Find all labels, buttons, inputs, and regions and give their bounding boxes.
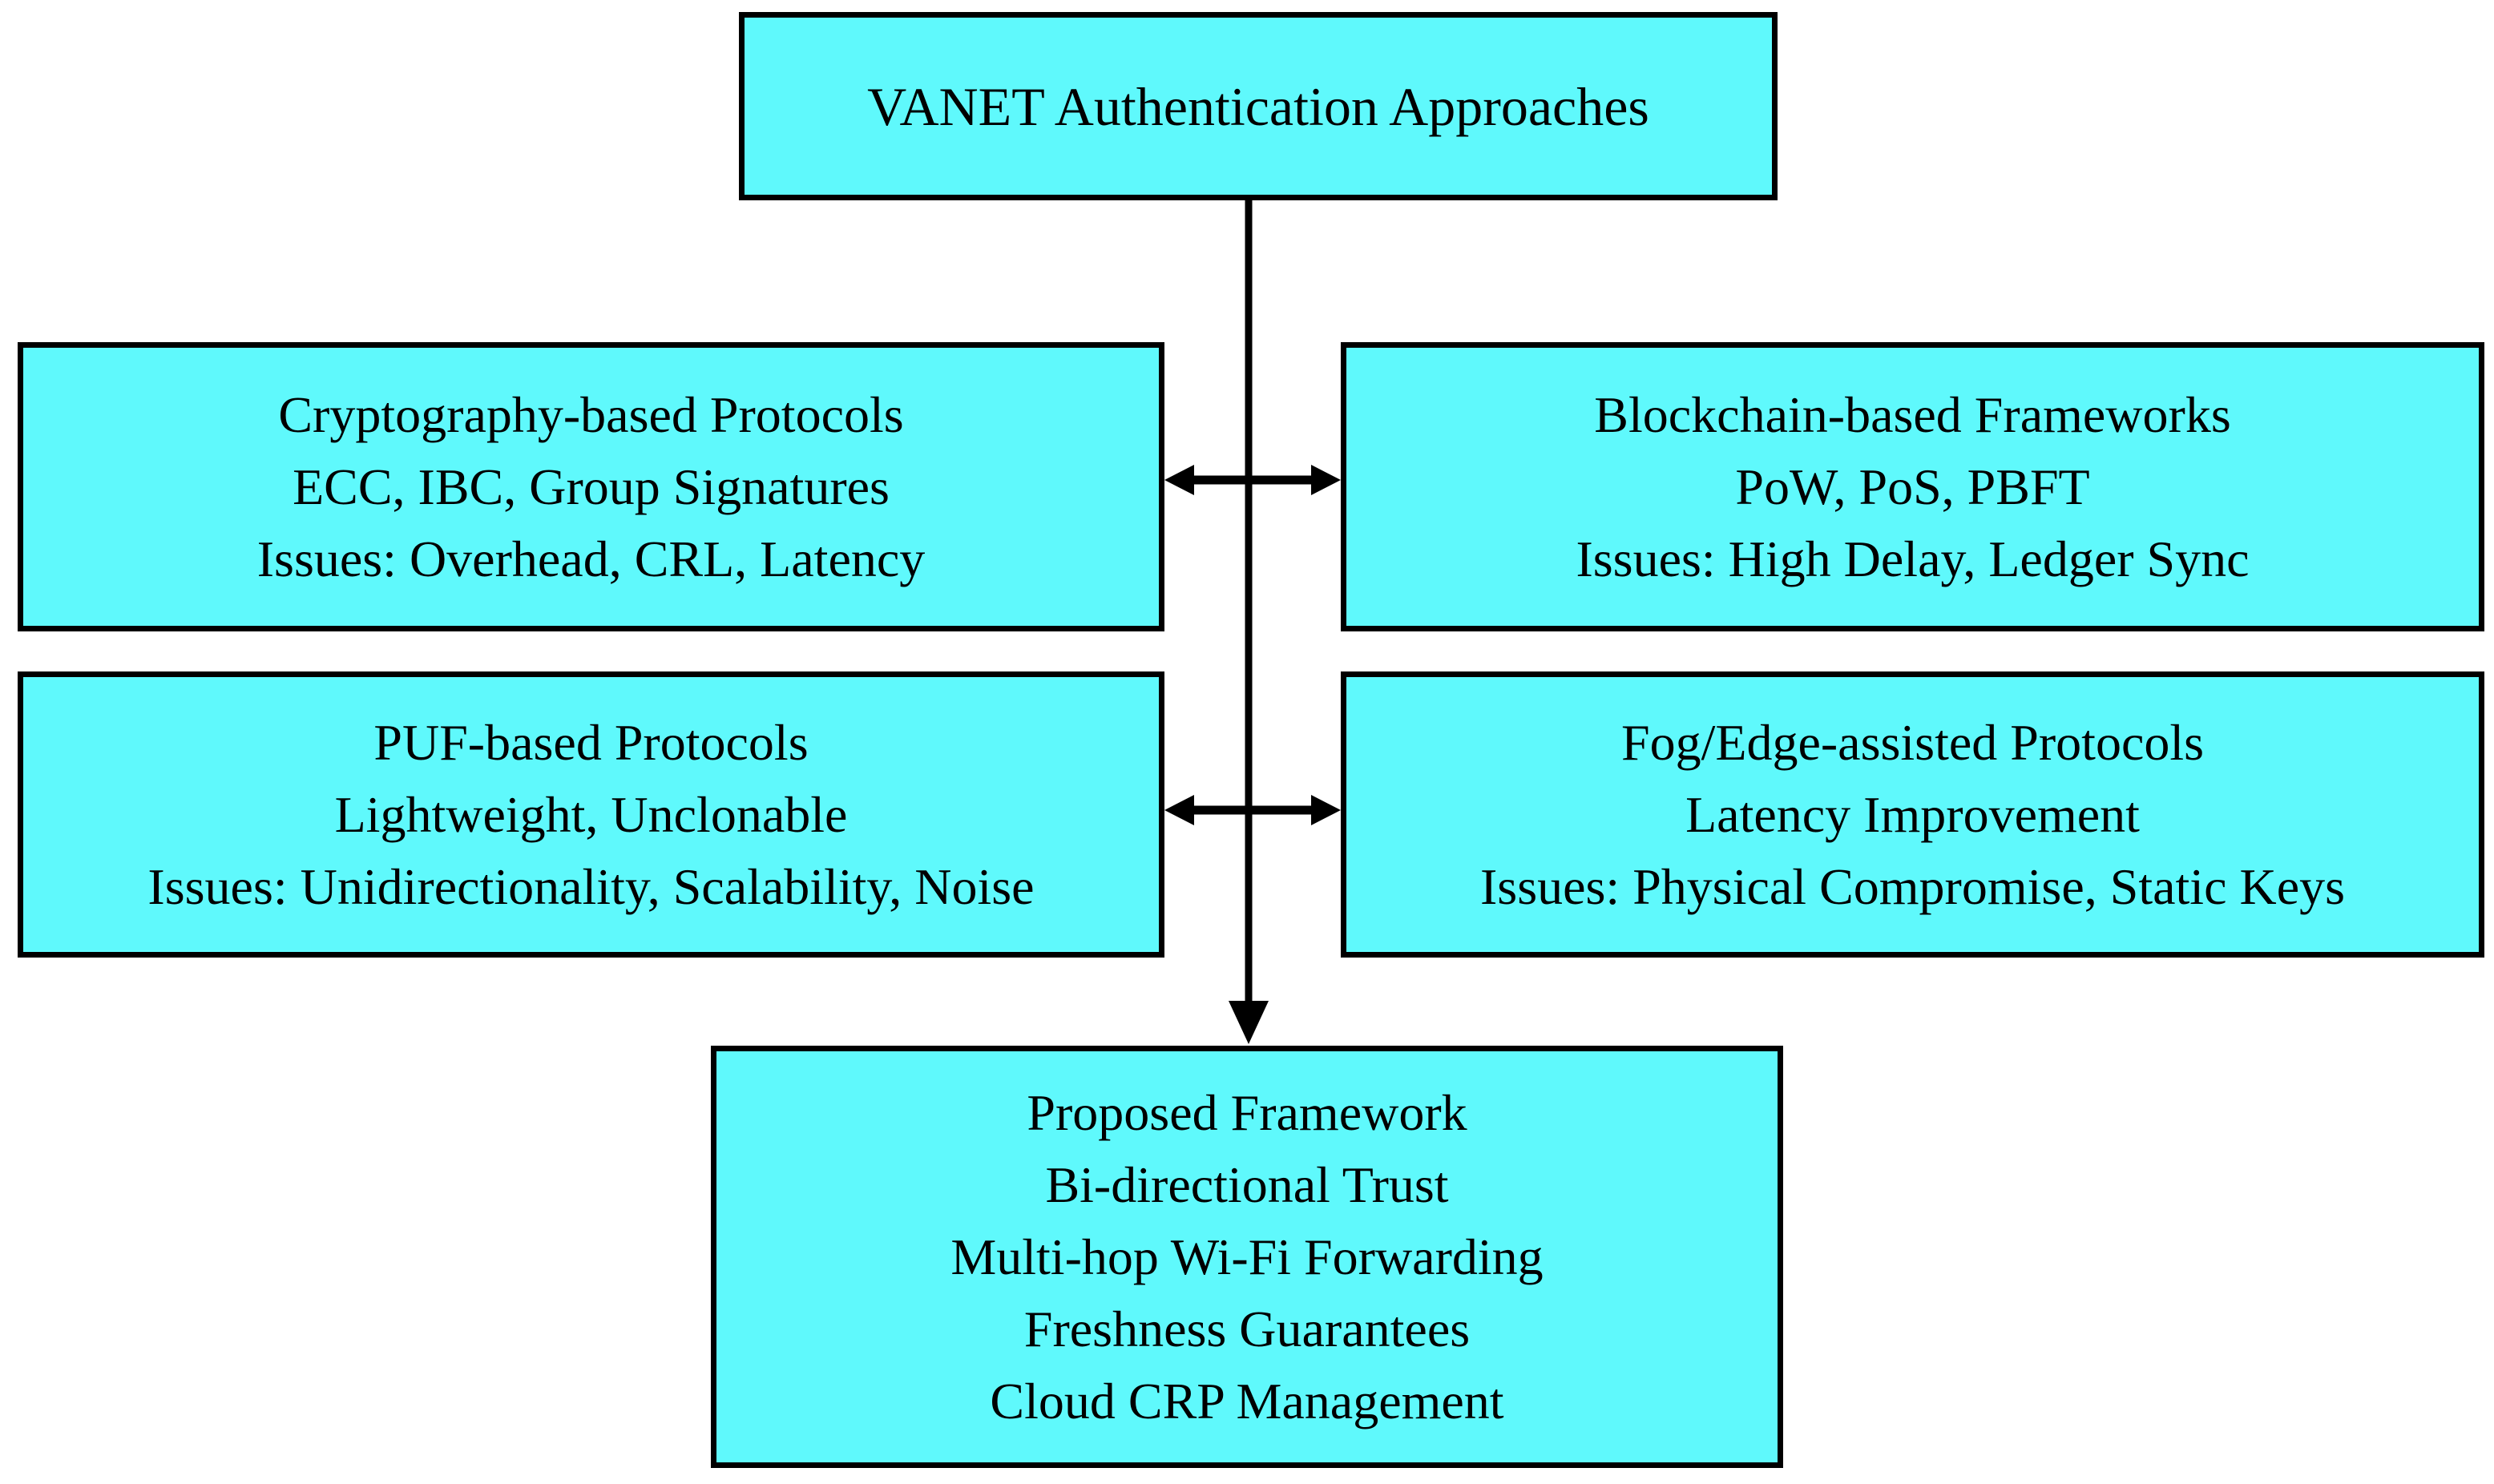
box-line: Multi-hop Wi-Fi Forwarding xyxy=(950,1228,1544,1285)
box-line: Lightweight, Unclonable xyxy=(334,785,848,843)
box-cryptography-based-protocols: Cryptography-based Protocols ECC, IBC, G… xyxy=(18,342,1164,631)
box-proposed-framework: Proposed Framework Bi-directional Trust … xyxy=(711,1046,1783,1468)
box-puf-based-protocols: PUF-based Protocols Lightweight, Unclona… xyxy=(18,671,1164,958)
box-line: Freshness Guarantees xyxy=(1023,1300,1471,1357)
left-right-arrow-icon xyxy=(1164,795,1341,825)
box-line: PoW, PoS, PBFT xyxy=(1735,458,2090,515)
box-blockchain-based-frameworks: Blockchain-based Frameworks PoW, PoS, PB… xyxy=(1341,342,2484,631)
box-line: Issues: Unidirectionality, Scalability, … xyxy=(147,857,1035,915)
box-line: Bi-directional Trust xyxy=(1045,1155,1449,1213)
box-line: PUF-based Protocols xyxy=(373,713,809,771)
box-vanet-authentication-approaches: VANET Authentication Approaches xyxy=(739,12,1778,200)
box-line: Latency Improvement xyxy=(1685,785,2140,843)
box-line: Issues: Overhead, CRL, Latency xyxy=(256,530,926,587)
box-line: Fog/Edge-assisted Protocols xyxy=(1620,713,2205,771)
box-fog-edge-assisted-protocols: Fog/Edge-assisted Protocols Latency Impr… xyxy=(1341,671,2484,958)
box-line: VANET Authentication Approaches xyxy=(867,75,1649,137)
box-line: Cloud CRP Management xyxy=(990,1372,1504,1430)
box-line: Proposed Framework xyxy=(1027,1083,1467,1141)
down-arrow-icon xyxy=(1229,200,1269,1044)
box-line: Blockchain-based Frameworks xyxy=(1594,385,2231,443)
box-line: Issues: Physical Compromise, Static Keys xyxy=(1479,857,2346,915)
box-line: ECC, IBC, Group Signatures xyxy=(293,458,890,515)
box-line: Issues: High Delay, Ledger Sync xyxy=(1576,530,2250,587)
box-line: Cryptography-based Protocols xyxy=(278,385,904,443)
left-right-arrow-icon xyxy=(1164,465,1341,495)
